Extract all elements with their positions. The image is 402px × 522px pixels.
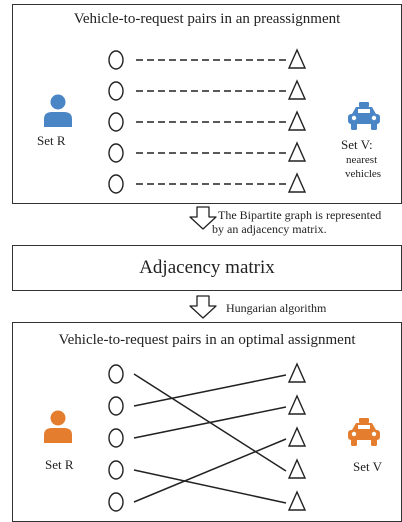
down-arrow-icon	[189, 206, 217, 230]
assignment-edge	[133, 406, 287, 439]
adjacency-matrix-label: Adjacency matrix	[139, 257, 275, 278]
preassignment-title: Vehicle-to-request pairs in an preassign…	[73, 11, 341, 27]
request-node	[108, 396, 124, 416]
request-node	[108, 428, 124, 448]
preassignment-panel: Vehicle-to-request pairs in an preassign…	[12, 4, 402, 204]
bipartite-caption: The Bipartite graph is represented	[218, 208, 382, 222]
optimal-assignment-panel: Vehicle-to-request pairs in an optimal a…	[12, 322, 402, 522]
assignment-edge	[133, 469, 287, 504]
vehicle-node	[287, 458, 307, 479]
vehicle-node	[287, 172, 307, 193]
vehicle-node	[287, 394, 307, 415]
vehicle-node	[287, 110, 307, 131]
set-v-label: Set V	[353, 459, 383, 474]
hungarian-caption: Hungarian algorithm	[226, 301, 327, 315]
set-v-label: Set V:	[341, 137, 373, 152]
request-node	[108, 460, 124, 480]
vehicle-node	[287, 362, 307, 383]
request-node	[108, 143, 124, 163]
request-node	[108, 364, 124, 384]
bipartite-caption: by an adjacency matrix.	[212, 222, 327, 236]
request-node	[108, 492, 124, 512]
set-r-label: Set R	[45, 457, 74, 472]
adjacency-matrix-panel: Adjacency matrix	[12, 245, 402, 291]
taxi-icon	[348, 418, 380, 446]
request-node	[108, 81, 124, 101]
request-node	[108, 112, 124, 132]
person-icon	[44, 410, 72, 443]
taxi-icon	[348, 102, 380, 130]
assignment-edge	[133, 438, 287, 503]
request-node	[108, 174, 124, 194]
vehicle-node	[287, 79, 307, 100]
set-v-sublabel: vehicles	[345, 168, 382, 180]
vehicle-node	[287, 490, 307, 511]
vehicle-node	[287, 426, 307, 447]
person-icon	[44, 94, 72, 127]
down-arrow-icon	[189, 295, 217, 319]
set-v-sublabel: nearest	[346, 154, 378, 166]
vehicle-node	[287, 48, 307, 69]
request-node	[108, 50, 124, 70]
optimal-assignment-title: Vehicle-to-request pairs in an optimal a…	[58, 332, 356, 348]
assignment-edge	[133, 374, 287, 407]
vehicle-node	[287, 141, 307, 162]
set-r-label: Set R	[37, 133, 66, 148]
